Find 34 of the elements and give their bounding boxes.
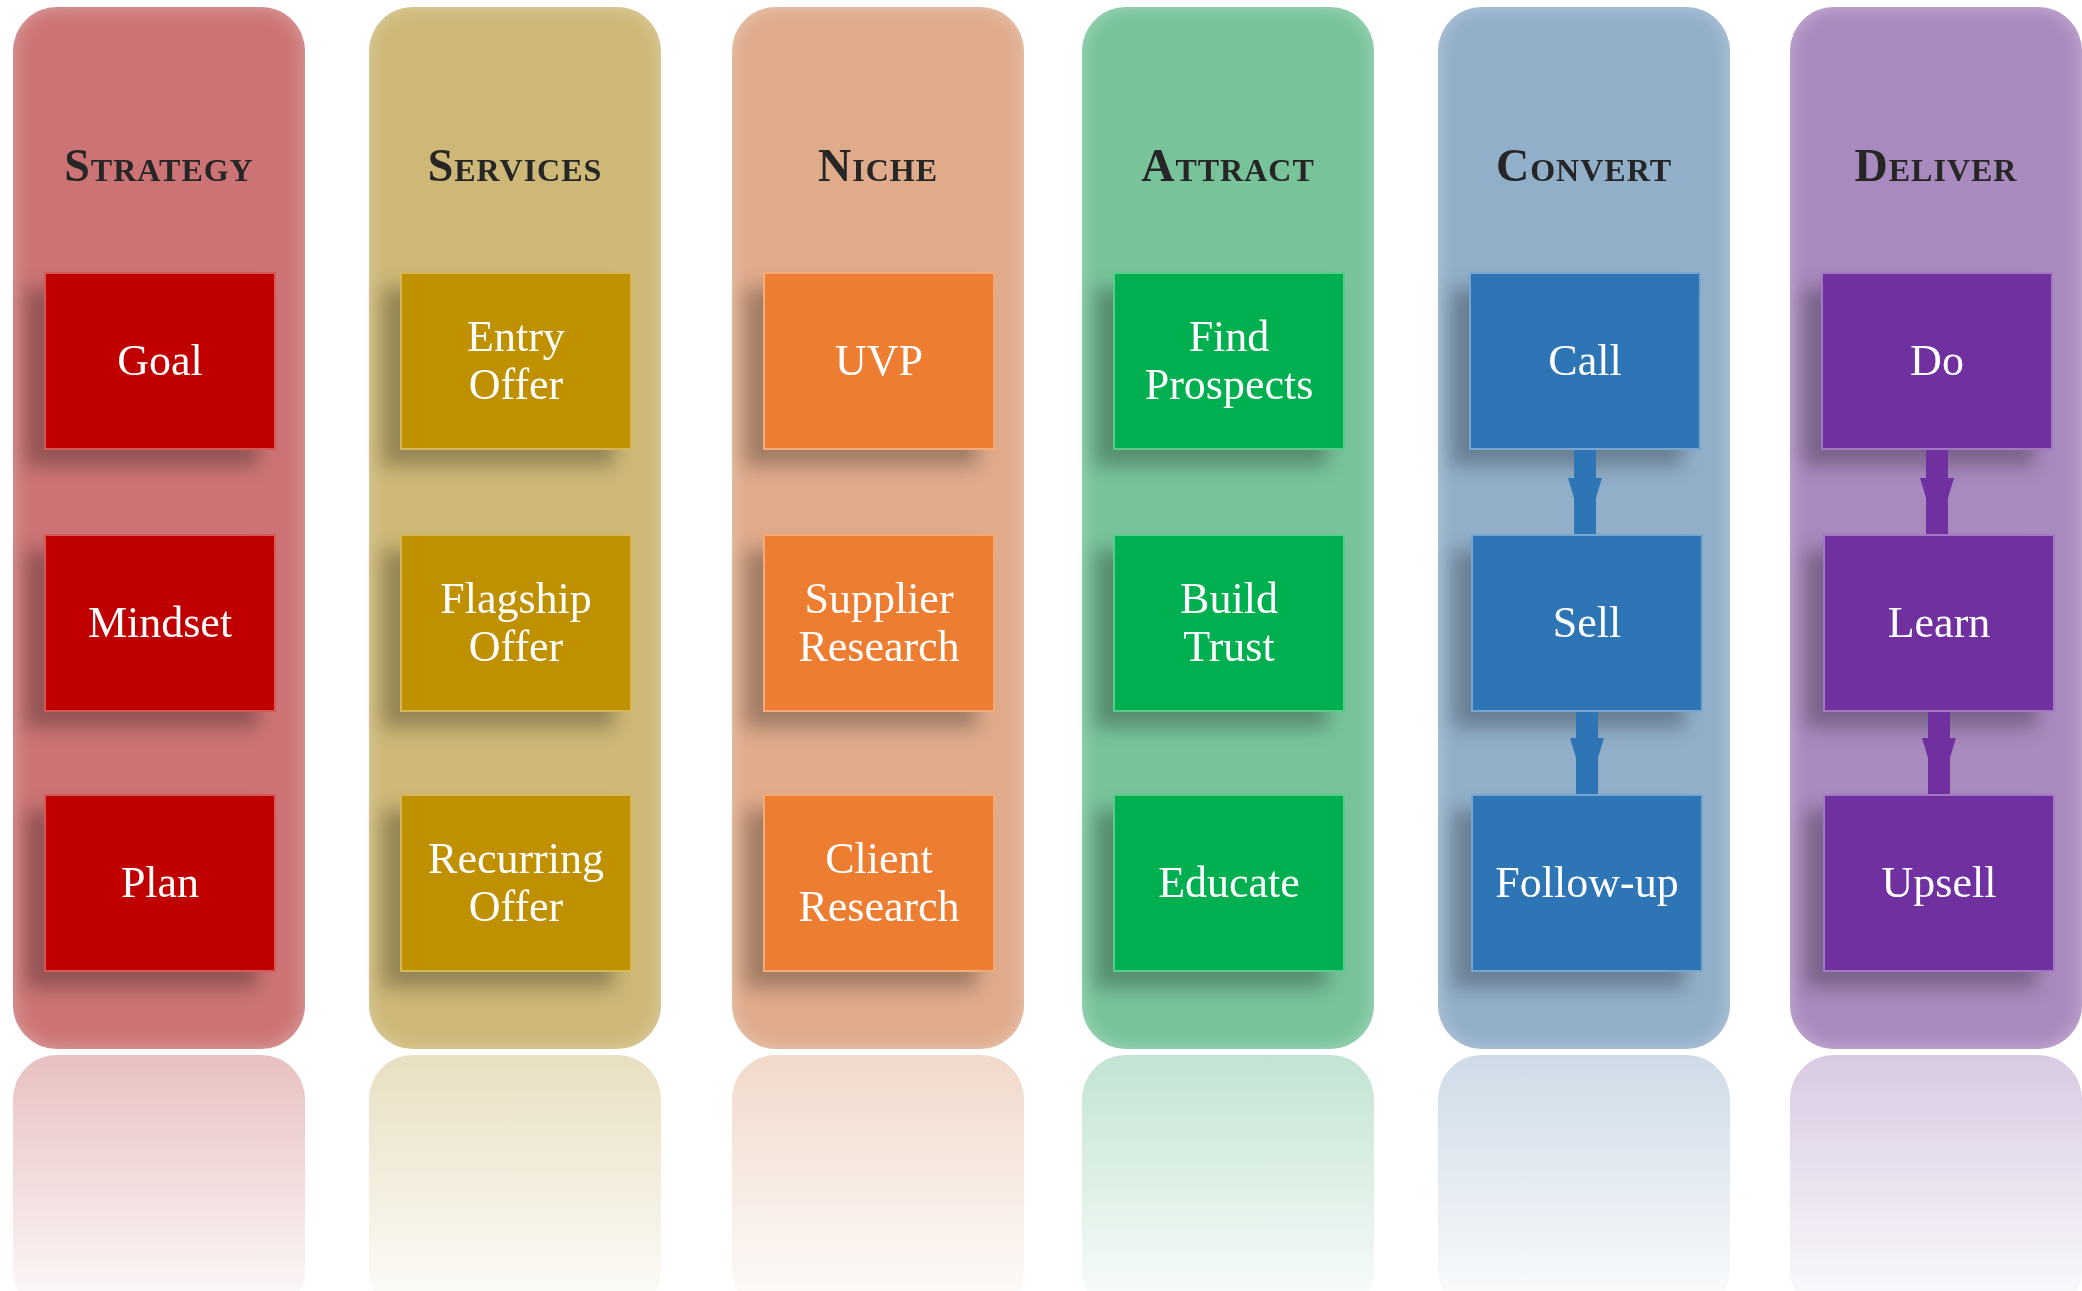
process-box: Call (1469, 272, 1701, 450)
process-box: Plan (44, 794, 276, 972)
process-box: Entry Offer (400, 272, 632, 450)
process-box: Follow-up (1471, 794, 1703, 972)
process-box: Educate (1113, 794, 1345, 972)
column-heading: Strategy (63, 139, 255, 192)
column-panel (1438, 7, 1730, 1049)
arrow (1570, 712, 1604, 794)
arrow (1922, 712, 1956, 794)
process-box: Upsell (1823, 794, 2055, 972)
process-box: Recurring Offer (400, 794, 632, 972)
column-panel (13, 7, 305, 1049)
process-box: Do (1821, 272, 2053, 450)
column-panel (1790, 7, 2082, 1049)
process-box: Supplier Research (763, 534, 995, 712)
process-box: Mindset (44, 534, 276, 712)
column-heading: Services (426, 139, 604, 192)
column-heading: Niche (817, 139, 939, 192)
process-box: UVP (763, 272, 995, 450)
process-box: Sell (1471, 534, 1703, 712)
column-panel (732, 7, 1024, 1049)
process-box: Client Research (763, 794, 995, 972)
process-box: Find Prospects (1113, 272, 1345, 450)
process-box: Build Trust (1113, 534, 1345, 712)
column-panel (1082, 7, 1374, 1049)
process-box: Learn (1823, 534, 2055, 712)
process-box: Goal (44, 272, 276, 450)
column-heading: Attract (1140, 139, 1316, 192)
process-box: Flagship Offer (400, 534, 632, 712)
arrow (1920, 450, 1954, 534)
column-heading: Convert (1495, 139, 1673, 192)
arrow (1568, 450, 1602, 534)
column-heading: Deliver (1853, 139, 2019, 192)
column-panel (369, 7, 661, 1049)
